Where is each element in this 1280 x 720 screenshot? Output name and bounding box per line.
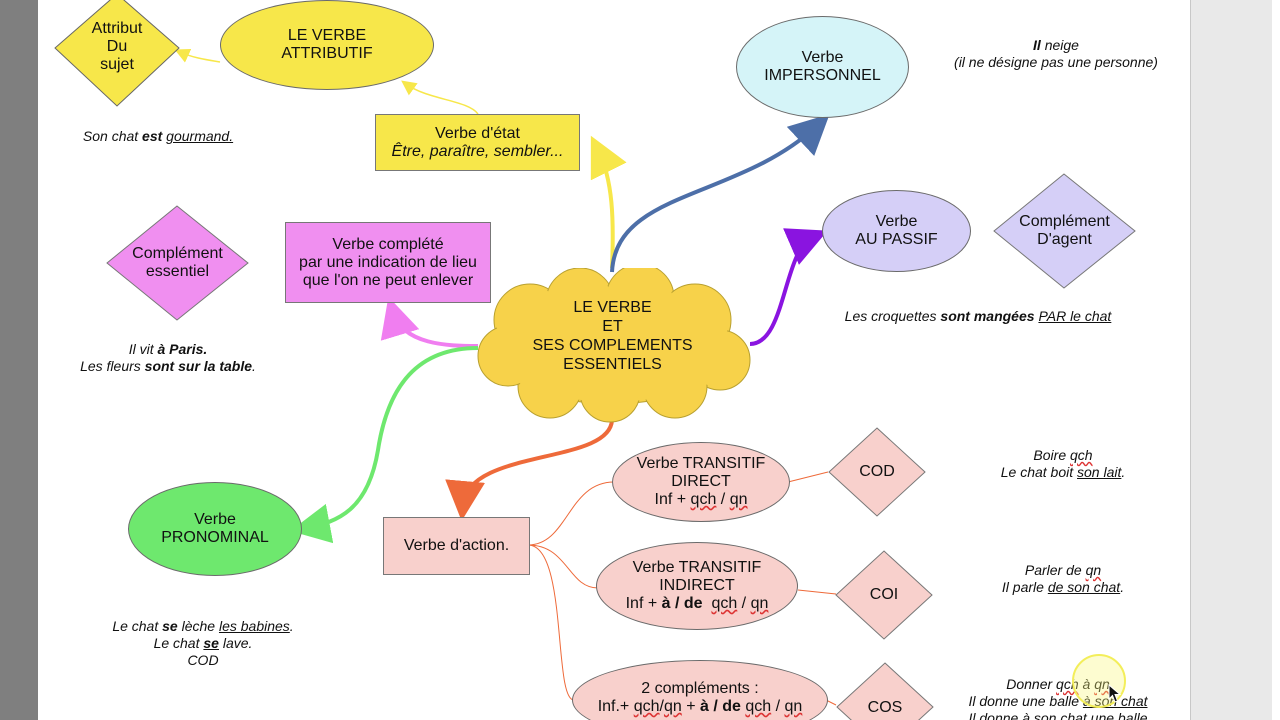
verbe-etat-node: Verbe d'état Être, paraître, sembler... [375, 114, 580, 171]
lieu-line-2: par une indication de lieu [299, 253, 477, 271]
essentiel-line-2: essentiel [145, 263, 210, 280]
center-line-4: ESSENTIELS [563, 356, 662, 373]
complement-agent-diamond: Complément D'agent [993, 173, 1136, 289]
coi-diamond: COI [835, 550, 933, 640]
verbe-attributif-line-2: ATTRIBUTIF [281, 45, 373, 62]
indirect-line-1: Verbe TRANSITIF [632, 559, 762, 576]
example-cos: Donner qch à qn Il donne une balle à son… [968, 676, 1148, 720]
pronominal-line-2: PRONOMINAL [161, 529, 269, 546]
center-line-1: LE VERBE [573, 299, 652, 316]
verbe-impersonnel-node: Verbe IMPERSONNEL [736, 16, 909, 118]
verbe-attributif-line-1: LE VERBE [287, 27, 367, 44]
lieu-line-3: que l'on ne peut enlever [302, 271, 474, 289]
attribut-sujet-diamond: Attribut Du sujet [54, 0, 180, 108]
example-coi: Parler de qn Il parle de son chat. [1001, 562, 1125, 595]
indirect-line-2: INDIRECT [659, 577, 735, 594]
impersonnel-line-2: IMPERSONNEL [764, 67, 881, 84]
cod-diamond: COD [828, 427, 926, 517]
agent-line-2: D'agent [1037, 231, 1092, 248]
cos-label: COS [867, 699, 903, 716]
impersonnel-line-1: Verbe [801, 49, 844, 66]
verbe-action-node: Verbe d'action. [383, 517, 530, 575]
cursor-highlight [1072, 654, 1126, 708]
connectors [174, 48, 837, 706]
example-attribut: Son chat est gourmand. [82, 128, 234, 144]
example-pronominal: Le chat se lèche les babines. Le chat se… [112, 618, 294, 668]
action-label: Verbe d'action. [403, 537, 510, 554]
verbe-pronominal-node: Verbe PRONOMINAL [128, 482, 302, 576]
center-cloud: LE VERBE ET SES COMPLEMENTS ESSENTIELS [470, 268, 755, 423]
cod-label: COD [859, 463, 895, 480]
example-passif: Les croquettes sont mangées PAR le chat [844, 308, 1112, 324]
cos-diamond: COS [836, 662, 934, 720]
coi-label: COI [869, 586, 899, 603]
attribut-line-2: Du [106, 38, 128, 55]
cursor-arrow-icon [1108, 684, 1122, 703]
example-cod: Boire qch Le chat boit son lait. [1000, 447, 1126, 480]
verbe-lieu-node: Verbe complété par une indication de lie… [285, 222, 491, 303]
verbe-etat-line-2: Être, paraître, sembler... [391, 142, 564, 160]
example-impersonnel: Il neige (il ne désigne pas une personne… [954, 37, 1158, 70]
passif-line-1: Verbe [875, 213, 918, 230]
right-edge-strip [1272, 0, 1280, 720]
verbe-etat-line-1: Verbe d'état [435, 124, 520, 142]
mindmap-page: LE VERBE ET SES COMPLEMENTS ESSENTIELS L… [38, 0, 1190, 720]
center-line-2: ET [602, 318, 623, 335]
attribut-line-3: sujet [100, 56, 134, 73]
essentiel-line-1: Complément [132, 245, 223, 262]
center-line-3: SES COMPLEMENTS [532, 337, 693, 354]
direct-line-2: DIRECT [671, 473, 731, 490]
passif-line-2: AU PASSIF [855, 231, 938, 248]
example-lieu: Il vit à Paris. Les fleurs sont sur la t… [80, 341, 256, 374]
agent-line-1: Complément [1019, 213, 1110, 230]
transitif-indirect-node: Verbe TRANSITIF INDIRECT Inf + à / de qc… [596, 542, 798, 630]
complement-essentiel-diamond: Complément essentiel [106, 205, 249, 321]
deux-complements-node: 2 compléments : Inf.+ qch/qn + à / de qc… [572, 660, 828, 720]
transitif-direct-node: Verbe TRANSITIF DIRECT Inf + qch / qn [612, 442, 790, 522]
right-scrollbar-panel[interactable] [1190, 0, 1273, 720]
direct-line-1: Verbe TRANSITIF [636, 455, 766, 472]
attribut-line-1: Attribut [91, 20, 143, 37]
verbe-passif-node: Verbe AU PASSIF [822, 190, 971, 272]
lieu-line-1: Verbe complété [332, 235, 444, 253]
verbe-attributif-node: LE VERBE ATTRIBUTIF [220, 0, 434, 90]
deux-line-1: 2 compléments : [641, 680, 759, 697]
pronominal-line-1: Verbe [194, 511, 236, 528]
